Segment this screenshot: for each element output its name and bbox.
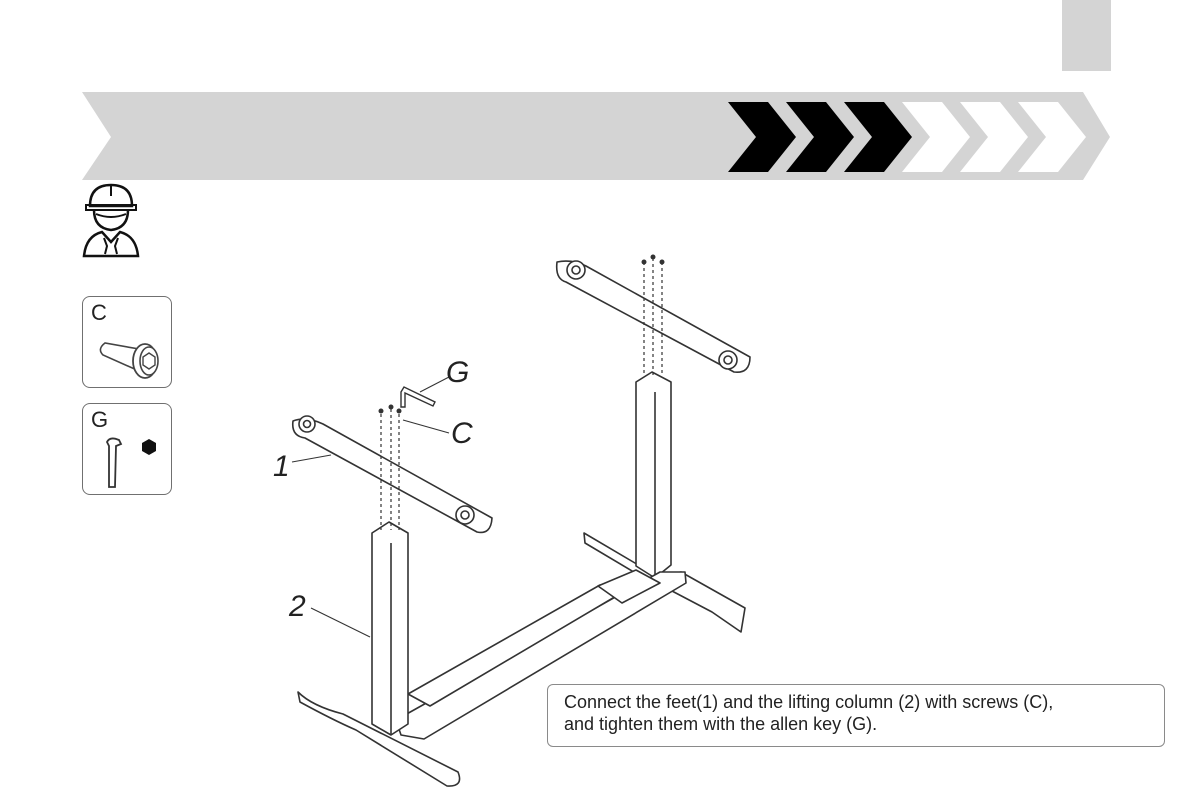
instruction-line-2: and tighten them with the allen key (G). (564, 713, 1154, 735)
callout-c: C (451, 417, 473, 451)
instruction-line-1: Connect the feet(1) and the lifting colu… (564, 691, 1154, 713)
callout-g: G (446, 356, 469, 390)
callout-feet: 1 (273, 450, 290, 484)
instruction-box: Connect the feet(1) and the lifting colu… (547, 684, 1165, 747)
callout-column: 2 (289, 590, 306, 624)
